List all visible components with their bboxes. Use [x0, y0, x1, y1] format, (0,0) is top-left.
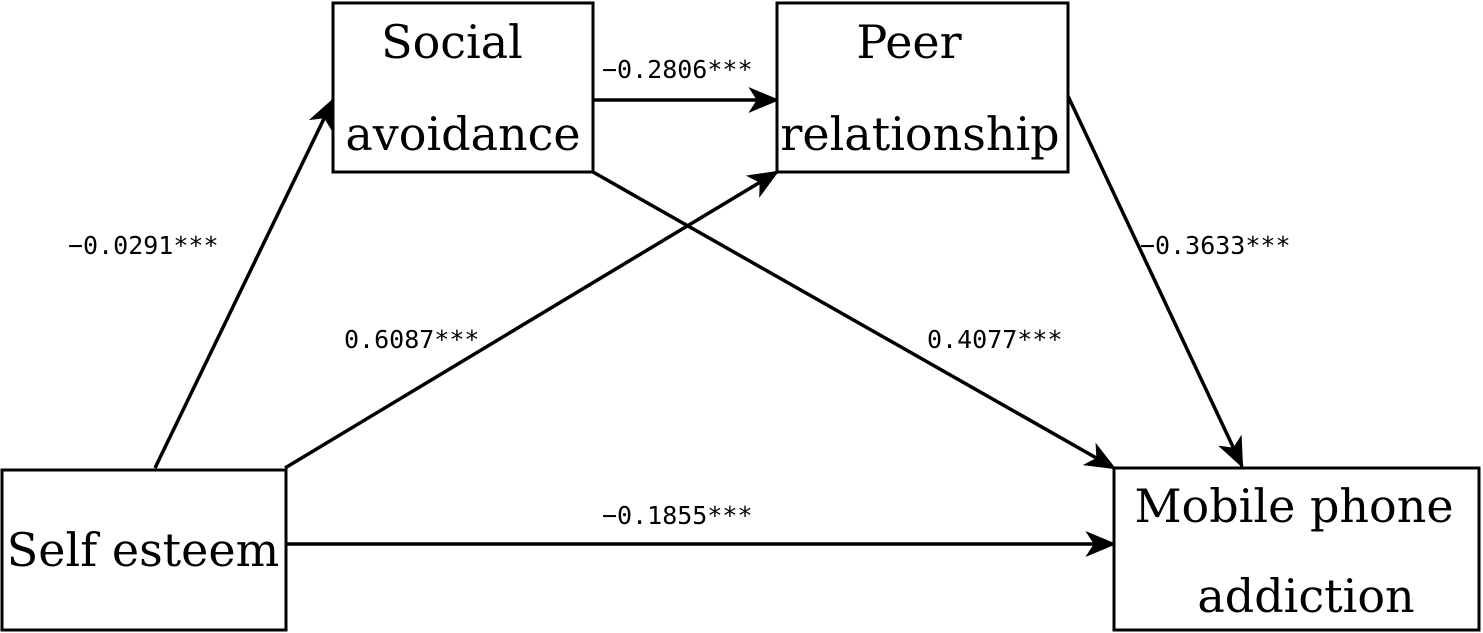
edge-label-self-to-social: −0.0291***: [68, 231, 219, 260]
arrow-social-to-mobile: [592, 170, 1117, 470]
node-mobile-phone-addiction-line2: addiction: [1197, 569, 1414, 623]
edge-label-self-to-peer: 0.6087***: [344, 325, 479, 354]
node-social-avoidance: Social avoidance: [331, 1, 595, 174]
node-self-esteem-label: Self esteem: [7, 523, 279, 577]
arrow-self-to-peer: [284, 170, 780, 470]
node-peer-relationship-line1: Peer: [856, 15, 961, 69]
node-social-avoidance-line1: Social: [381, 15, 523, 69]
arrow-peer-to-mobile: [1066, 95, 1244, 469]
node-mobile-phone-addiction-line1: Mobile phone: [1134, 479, 1453, 533]
arrow-self-to-social: [153, 97, 335, 469]
node-peer-relationship-line2: relationship: [780, 107, 1059, 161]
node-mobile-phone-addiction: Mobile phone addiction: [1112, 466, 1481, 632]
node-self-esteem: Self esteem: [0, 468, 288, 632]
node-social-avoidance-line2: avoidance: [345, 107, 580, 161]
node-peer-relationship: Peer relationship: [775, 1, 1070, 174]
edge-label-peer-to-mobile: −0.3633***: [1140, 231, 1291, 260]
edge-label-social-to-mobile: 0.4077***: [927, 325, 1062, 354]
edge-label-social-to-peer: −0.2806***: [602, 55, 753, 84]
edge-label-self-to-mobile: −0.1855***: [602, 501, 753, 530]
